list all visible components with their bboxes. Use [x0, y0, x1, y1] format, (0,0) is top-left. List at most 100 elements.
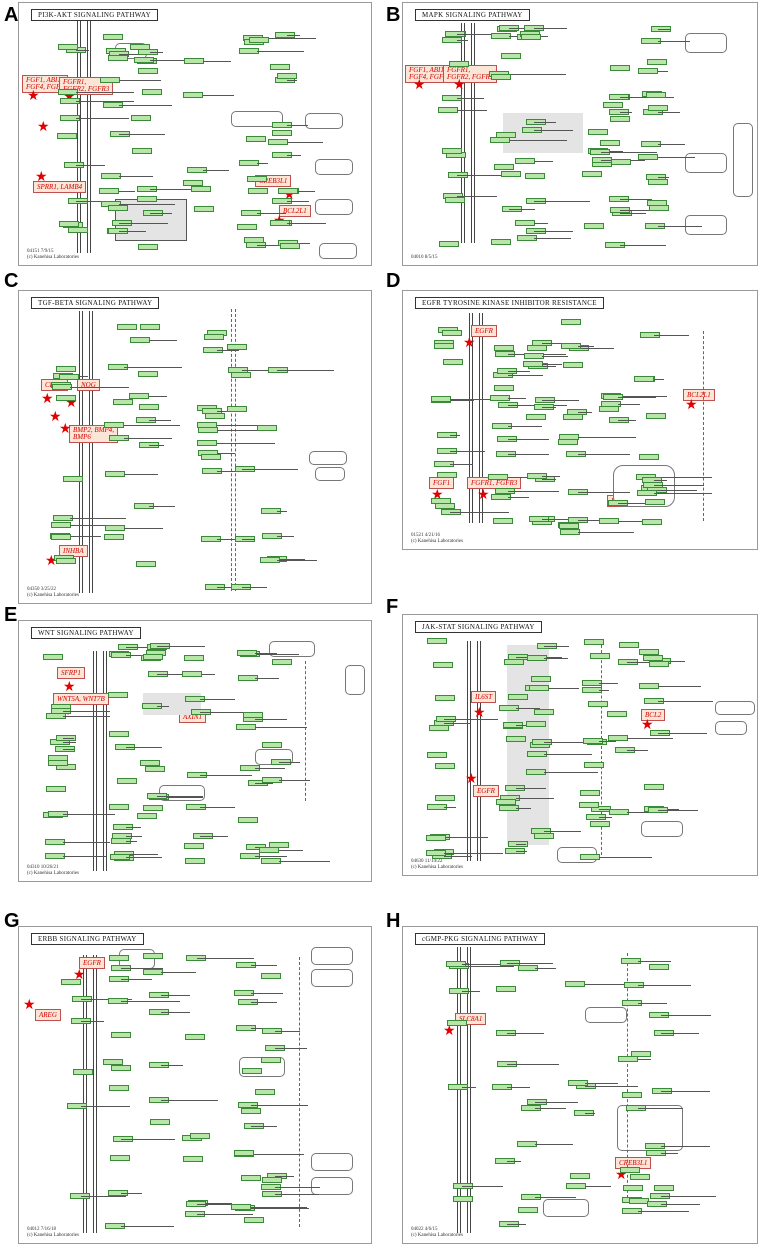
gene-node: [504, 659, 524, 665]
arrow-edge: [508, 439, 549, 440]
gene-highlight: AREG: [35, 1009, 61, 1021]
arrow-edge: [203, 95, 234, 96]
arrow-edge: [508, 477, 537, 478]
gene-node: [599, 406, 619, 412]
arrow-edge: [578, 532, 634, 533]
gene-node: [648, 105, 668, 111]
arrow-edge: [255, 653, 277, 654]
gene-node: [453, 1196, 473, 1202]
arrow-edge: [63, 856, 106, 857]
star-icon: ★: [23, 996, 36, 1012]
gene-node: [517, 1141, 537, 1147]
gene-node: [109, 955, 129, 961]
arrow-edge: [618, 420, 636, 421]
arrow-edge: [658, 29, 670, 30]
gene-node: [435, 795, 455, 801]
gene-node: [197, 440, 217, 446]
arrow-edge: [658, 144, 685, 145]
gene-node: [132, 148, 152, 154]
arrow-edge: [638, 985, 691, 986]
gene-node: [237, 224, 257, 230]
arrow-edge: [508, 454, 549, 455]
gene-node: [143, 654, 163, 660]
arrow-edge: [197, 1203, 232, 1204]
arrow-edge: [516, 808, 531, 809]
gene-node: [445, 197, 465, 203]
gene-node: [59, 374, 79, 380]
gene-node: [184, 843, 204, 849]
gene-node: [243, 712, 263, 718]
gene-node: [501, 53, 521, 59]
gene-node: [184, 655, 204, 661]
arrow-edge: [121, 968, 163, 969]
arrow-edge: [578, 412, 592, 413]
arrow-edge: [150, 52, 163, 53]
arrow-edge: [578, 454, 630, 455]
star-icon: ★: [453, 76, 466, 92]
panel-label-c: C: [4, 270, 19, 292]
arrow-edge: [618, 503, 655, 504]
footer-note: 04310 10/26/21 (c) Kanehisa Laboratories: [27, 865, 79, 876]
gene-node: [52, 384, 72, 390]
pathway-panel-h: cGMP-PKG SIGNALING PATHWAY SLC8A1 ★ CREB…: [402, 926, 758, 1244]
arrow-edge: [658, 701, 713, 702]
arrow-edge: [534, 223, 548, 224]
arrow-edge: [444, 719, 498, 720]
gene-node: [563, 362, 583, 368]
arrow-edge: [507, 1033, 544, 1034]
gene-node: [611, 159, 631, 165]
arrow-edge: [508, 371, 530, 372]
gene-node: [435, 503, 455, 509]
gene-highlight: BMP2, BMP4, BMP6: [69, 425, 119, 443]
arrow-edge: [638, 961, 671, 962]
arrow-edge: [287, 223, 326, 224]
arrow-edge: [157, 646, 205, 647]
gene-node: [268, 139, 288, 145]
arrow-edge: [585, 1083, 618, 1084]
cell-membrane: [103, 651, 107, 871]
arrow-edge: [542, 400, 579, 401]
arrow-edge: [508, 398, 526, 399]
gene-node: [241, 1108, 261, 1114]
gene-node: [201, 454, 221, 460]
gene-node: [237, 650, 257, 656]
arrow-edge: [255, 678, 279, 679]
arrow-edge: [599, 690, 609, 691]
pathway-panel-c: TGF-BETA SIGNALING PATHWAY CHRD ★ NOG ★ …: [18, 290, 372, 604]
annotation-box: [715, 721, 747, 735]
pathway-title: EGFR TYROSINE KINASE INHIBITOR RESISTANC…: [415, 297, 604, 309]
gene-node: [56, 366, 76, 372]
nuclear-membrane: [627, 953, 628, 1203]
arrow-edge: [507, 963, 553, 964]
arrow-edge: [157, 796, 203, 797]
gene-node: [491, 239, 511, 245]
gene-node: [619, 642, 639, 648]
arrow-edge: [70, 518, 126, 519]
arrow-edge: [507, 1064, 559, 1065]
arrow-edge: [275, 1031, 300, 1032]
arrow-edge: [534, 231, 573, 232]
cell-membrane: [79, 311, 83, 593]
cell-membrane: [469, 313, 473, 523]
arrow-edge: [658, 809, 679, 810]
arrow-edge: [119, 80, 161, 81]
pathway-title: TGF-BETA SIGNALING PATHWAY: [31, 297, 160, 309]
arrow-edge: [542, 479, 556, 480]
arrow-edge: [661, 1146, 710, 1147]
arrow-edge: [200, 775, 252, 776]
gene-node: [184, 58, 204, 64]
gene-node: [238, 817, 258, 823]
arrow-edge: [277, 370, 334, 371]
arrow-edge: [121, 1193, 142, 1194]
arrow-edge: [516, 844, 526, 845]
gene-node: [622, 1092, 642, 1098]
star-icon: ★: [413, 76, 426, 92]
arrow-edge: [654, 477, 712, 478]
arrow-edge: [578, 348, 614, 349]
arrow-edge: [638, 1211, 689, 1212]
arrow-edge: [124, 425, 180, 426]
arrow-edge: [654, 490, 685, 491]
arrow-edge: [638, 1003, 667, 1004]
arrow-edge: [149, 506, 175, 507]
arrow-edge: [150, 60, 188, 61]
